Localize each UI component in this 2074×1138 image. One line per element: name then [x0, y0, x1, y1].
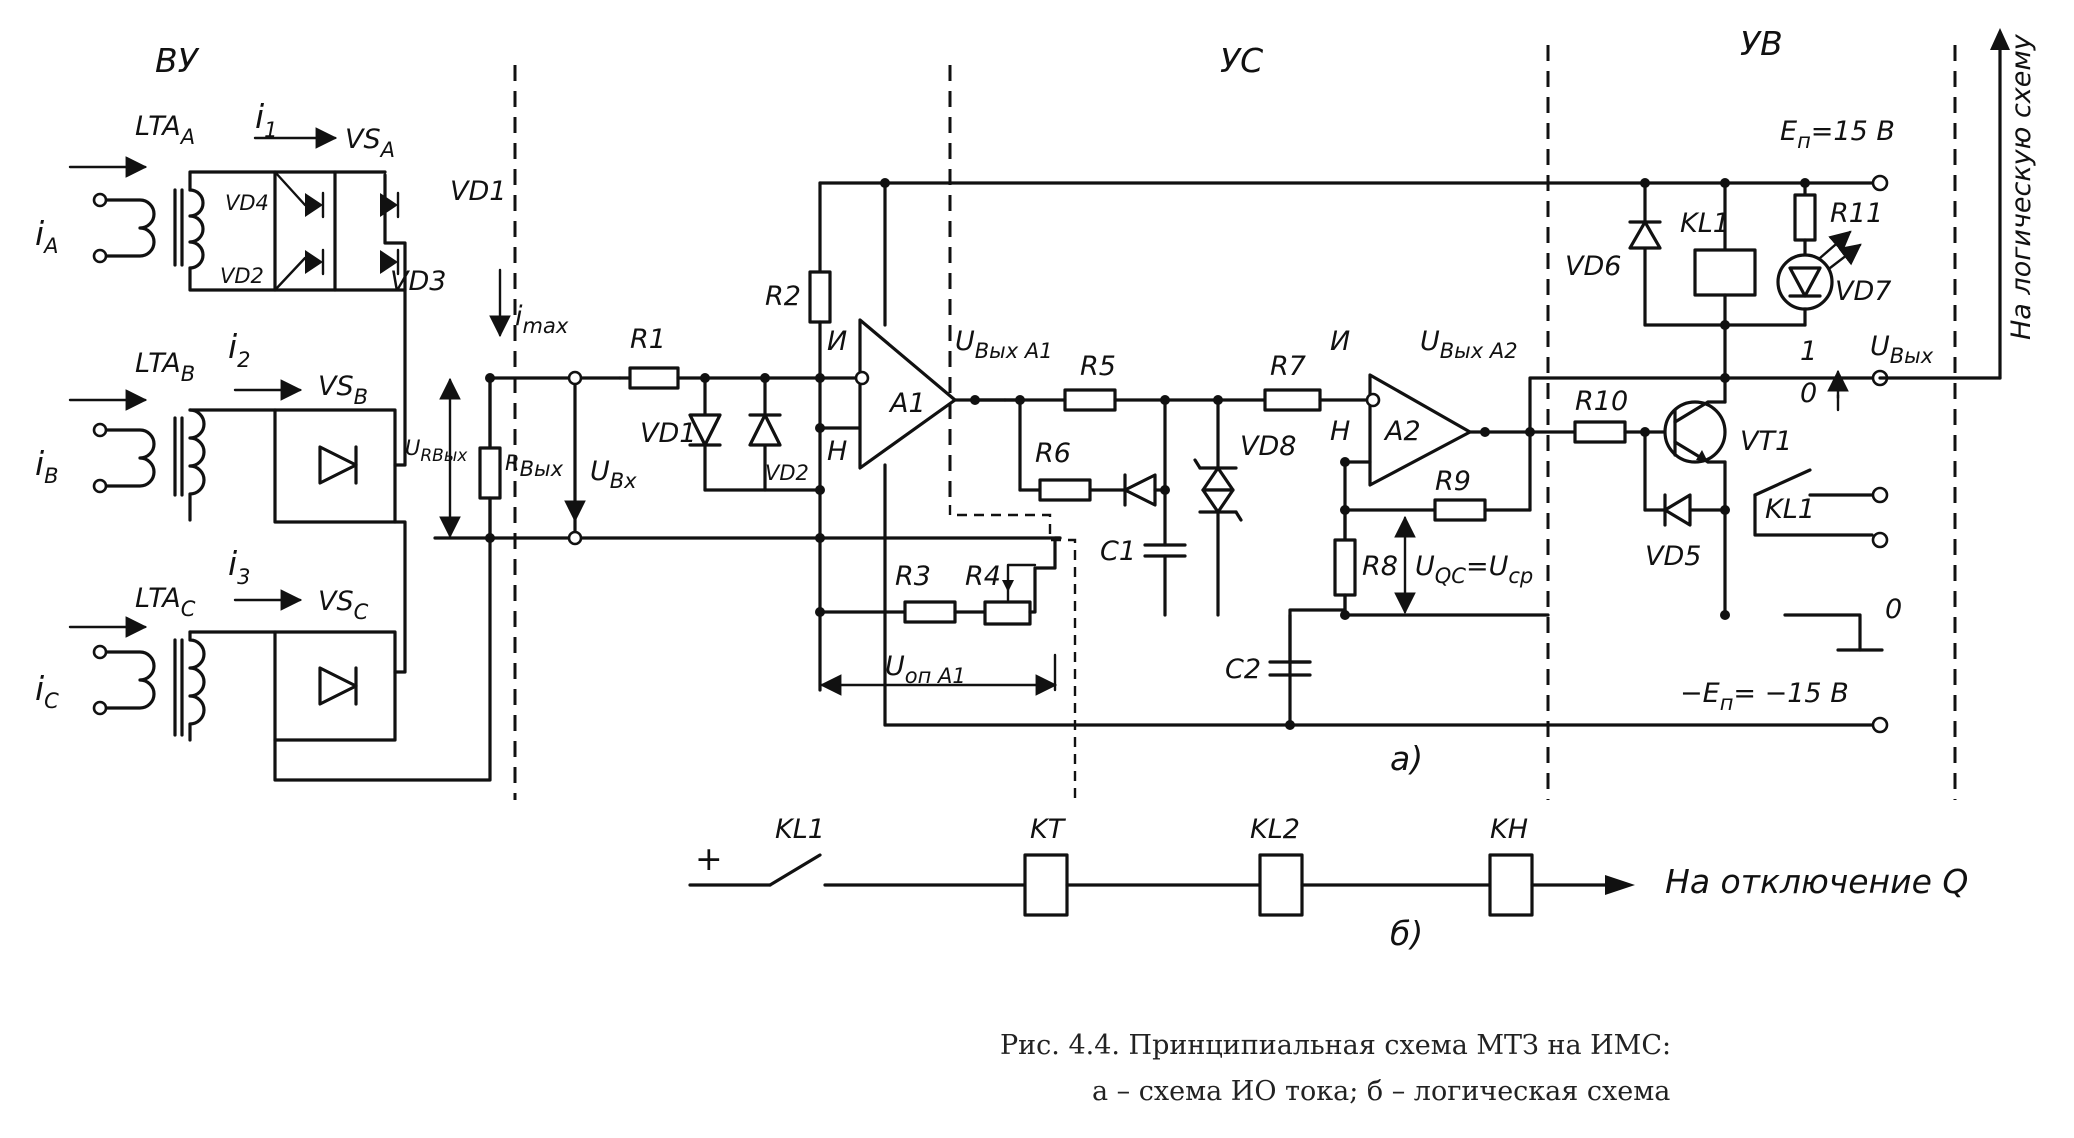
a1-stage — [618, 178, 1882, 727]
vd5-label: VD5 — [1645, 541, 1701, 572]
r10-label: R10 — [1575, 386, 1628, 417]
a2-label: A2 — [1383, 416, 1421, 447]
bridge-vs-b — [188, 288, 407, 524]
a1-noninv-label: Н — [827, 436, 847, 467]
vd2-label: VD2 — [765, 461, 809, 485]
kl1-logic-label: KL1 — [775, 814, 825, 845]
vs-a-label: VSA — [345, 124, 395, 162]
zero-label: 0 — [1885, 594, 1902, 625]
level-0-label: 0 — [1800, 378, 1817, 409]
fig-b-label: б) — [1390, 914, 1423, 953]
i2-label: i2 — [228, 327, 251, 372]
i3-label: i3 — [228, 544, 251, 589]
r5-label: R5 — [1080, 351, 1116, 382]
u-vx-label: UВх — [590, 456, 637, 493]
a2-inv-label: И — [1330, 326, 1350, 357]
i1-label: i1 — [255, 97, 278, 142]
vt1-label: VT1 — [1740, 426, 1792, 457]
current-label-c: iC — [35, 669, 59, 713]
plus-label: + — [695, 839, 723, 878]
input-bus — [433, 268, 1062, 546]
section-label-vu: ВУ — [155, 41, 200, 80]
a2-stage — [970, 373, 1550, 730]
a1-inv-label: И — [827, 326, 847, 357]
section-label-us: УС — [1220, 41, 1263, 80]
vs-c-label: VSC — [318, 586, 369, 624]
u-vyx-label: UВых — [1870, 331, 1934, 368]
logic-scheme — [688, 853, 1635, 917]
c2-label: C2 — [1225, 654, 1261, 685]
level-1-label: 1 — [1800, 336, 1817, 367]
r3-label: R3 — [895, 561, 931, 592]
r11-label: R11 — [1830, 198, 1883, 229]
kl1-coil-label: KL1 — [1680, 208, 1730, 239]
vd1-bridge-label: VD1 — [450, 176, 506, 207]
fig-a-label: а) — [1390, 739, 1423, 778]
vs-b-label: VSB — [318, 371, 368, 409]
vd4-label: VD4 — [225, 191, 269, 215]
r7-label: R7 — [1270, 351, 1306, 382]
r4-label: R4 — [965, 561, 1001, 592]
bridge-vs-a — [188, 170, 407, 292]
to-logic-label: На логическую схему — [2006, 33, 2037, 340]
bridge-vs-c — [188, 376, 492, 782]
i-max-label: imax — [515, 301, 569, 338]
kh-label: KH — [1490, 814, 1528, 845]
figure-caption-line2: а – схема ИО тока; б – логическая схема — [1092, 1076, 1671, 1107]
ep-neg-label: −Eп= −15 B — [1680, 678, 1849, 715]
to-trip-label: На отключение Q — [1665, 862, 1968, 901]
kt-label: KT — [1030, 814, 1067, 845]
current-label-b: iB — [35, 444, 59, 488]
a1-label: A1 — [888, 388, 926, 419]
c1-label: C1 — [1100, 536, 1136, 567]
r8-label: R8 — [1362, 551, 1398, 582]
transformer-b — [68, 379, 303, 522]
figure-caption-line1: Рис. 4.4. Принципиальная схема МТЗ на ИМ… — [1000, 1030, 1672, 1061]
kl2-label: KL2 — [1250, 814, 1300, 845]
r-vyx-label: RВых — [505, 451, 564, 481]
lta-c-label: LTAC — [135, 583, 196, 621]
vd8-label: VD8 — [1240, 431, 1296, 462]
u-vyx-a1-label: UВых А1 — [955, 326, 1053, 363]
u-vyx-a2-label: UВых А2 — [1420, 326, 1518, 363]
section-dividers — [513, 45, 1957, 800]
section-label-uv: УВ — [1740, 24, 1783, 63]
ep-pos-label: Eп=15 B — [1780, 116, 1895, 153]
lta-a-label: LTAA — [135, 111, 195, 149]
a2-noninv-label: Н — [1330, 416, 1350, 447]
r9-label: R9 — [1435, 466, 1471, 497]
r1-label: R1 — [630, 324, 666, 355]
vd3-label: VD3 — [390, 266, 446, 297]
u-qc-label: UQC=Uср — [1415, 551, 1533, 588]
vd7-label: VD7 — [1835, 276, 1891, 307]
vd6-label: VD6 — [1565, 251, 1621, 282]
output-stage — [1528, 28, 2010, 734]
r6-label: R6 — [1035, 438, 1071, 469]
r2-label: R2 — [765, 281, 801, 312]
vd1-label: VD1 — [640, 418, 696, 449]
transformer-a — [68, 127, 338, 270]
current-label-a: iA — [35, 214, 59, 258]
transformer-c — [68, 589, 303, 742]
kl1-contact-label: KL1 — [1765, 494, 1815, 525]
u-op-a1-label: Uоп А1 — [885, 651, 966, 688]
u-rvyx-label: URВых — [405, 436, 468, 466]
vd2-bridge-label: VD2 — [220, 264, 264, 288]
lta-b-label: LTAB — [135, 348, 195, 386]
